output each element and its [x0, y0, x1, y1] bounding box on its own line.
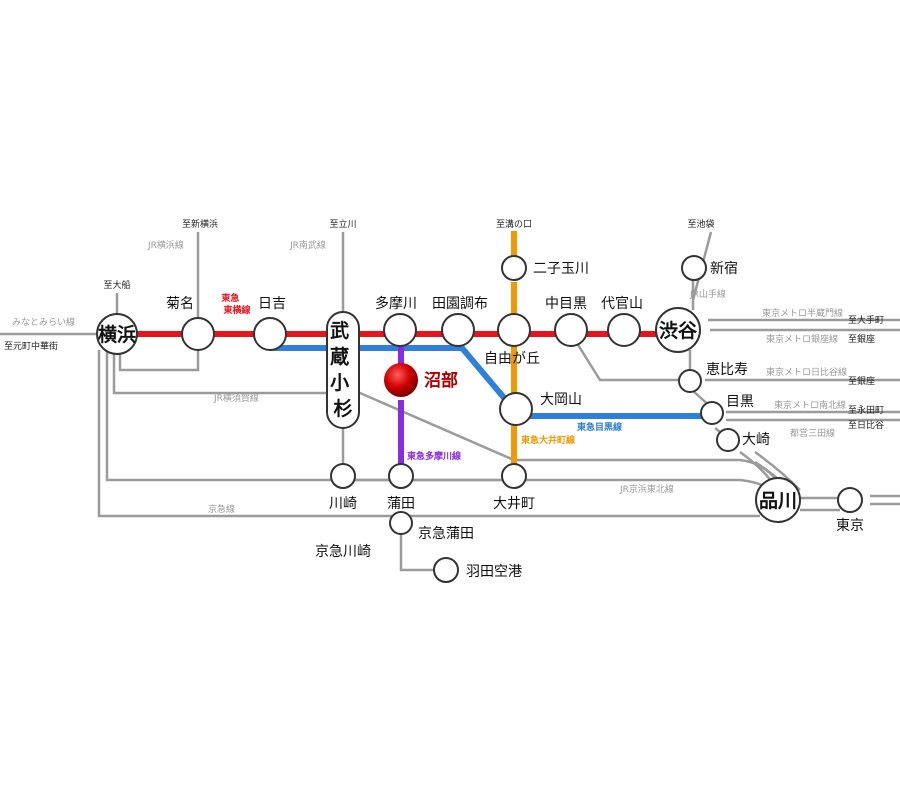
- station-label-numabe: 沼部: [424, 370, 458, 391]
- direction-shin-yokohama: 至新横浜: [182, 218, 218, 230]
- station-marker-nakameguro[interactable]: [554, 313, 588, 347]
- station-marker-kikuna[interactable]: [181, 317, 215, 351]
- line-label-hibiya: 東京メトロ日比谷線: [766, 366, 847, 378]
- line-label-namboku: 東京メトロ南北線: [774, 399, 846, 411]
- oimachi-shinagawa-track: [514, 458, 776, 479]
- direction-motomachi: 至元町中華街: [4, 340, 58, 352]
- station-marker-shibuya[interactable]: [655, 307, 701, 353]
- station-marker-kawasaki[interactable]: [330, 463, 356, 489]
- line-label-tamagawa: 東急多摩川線: [407, 450, 461, 462]
- station-marker-tamagawa[interactable]: [383, 313, 417, 347]
- station-label-tamagawa: 多摩川: [375, 295, 417, 312]
- musashikosugi-char-2: 蔵: [330, 346, 349, 368]
- station-label-nakameguro: 中目黒: [545, 296, 587, 312]
- line-label-toyoko: 東急 東横線: [221, 292, 250, 316]
- station-marker-denenchofu[interactable]: [441, 313, 475, 347]
- meguro-line: [270, 345, 710, 419]
- station-marker-keikyu-kamata[interactable]: [389, 511, 413, 535]
- station-label-kamata: 蒲田: [387, 496, 415, 512]
- gray-lines: [0, 231, 900, 572]
- line-label-jr-keihin-tohoku: JR京浜東北線: [619, 483, 674, 495]
- station-label-oimachi: 大井町: [493, 496, 535, 512]
- station-label-futakotamagawa: 二子玉川: [533, 261, 589, 277]
- station-label-meguro: 目黒: [726, 394, 754, 410]
- station-marker-yokohama[interactable]: [96, 313, 138, 355]
- line-label-hanzomon: 東京メトロ半蔵門線: [762, 307, 843, 319]
- direction-ofuna: 至大船: [103, 279, 130, 291]
- station-label-shibuya: 渋谷: [659, 319, 698, 342]
- station-label-osaki: 大崎: [742, 432, 770, 448]
- musashikosugi-char-1: 武: [330, 320, 349, 342]
- station-label-kikuna: 菊名: [166, 296, 194, 312]
- station-label-hiyoshi: 日吉: [258, 296, 286, 312]
- station-label-tokyo: 東京: [836, 518, 864, 534]
- direction-hibiya: 至日比谷: [848, 419, 884, 431]
- station-marker-ebisu[interactable]: [678, 369, 702, 393]
- musashikosugi-char-3: 小: [330, 372, 349, 394]
- station-marker-haneda[interactable]: [433, 557, 459, 583]
- musashikosugi-char-4: 杉: [333, 397, 352, 420]
- line-label-jr-yokohama: JR横浜線: [147, 239, 184, 251]
- station-label-keikyu-kawasaki: 京急川崎: [315, 544, 371, 560]
- station-markers: [96, 255, 863, 583]
- keikyu-airport-line: [399, 532, 440, 572]
- station-label-jiyugaoka: 自由が丘: [484, 351, 540, 367]
- line-label-meguro: 東急目黒線: [577, 421, 622, 433]
- station-label-musashikosugi: 武 蔵 小 杉: [330, 320, 356, 420]
- line-label-keikyu: 京急線: [208, 503, 235, 515]
- station-marker-oimachi[interactable]: [501, 463, 527, 489]
- station-label-shinagawa: 品川: [759, 490, 797, 512]
- direction-ginza-2: 至銀座: [848, 375, 875, 387]
- station-label-ookayama: 大岡山: [540, 392, 582, 408]
- direction-nagatacho: 至永田町: [848, 404, 884, 416]
- station-marker-shinagawa[interactable]: [755, 477, 801, 523]
- station-marker-ookayama[interactable]: [499, 392, 533, 426]
- line-labels: 東急 東横線 東急目黒線 東急多摩川線 東急大井町線 JR横浜線 JR南武線 J…: [12, 239, 847, 515]
- direction-ikebukuro: 至池袋: [687, 218, 714, 230]
- line-label-oimachi: 東急大井町線: [521, 434, 575, 446]
- station-marker-meguro[interactable]: [700, 401, 724, 425]
- station-marker-futakotamagawa[interactable]: [501, 255, 527, 281]
- station-marker-osaki[interactable]: [716, 428, 740, 452]
- direction-tachikawa: 至立川: [329, 218, 356, 230]
- station-marker-shinjuku[interactable]: [681, 255, 707, 281]
- station-label-daikanyama: 代官山: [601, 296, 643, 312]
- line-label-jr-yokosuka: JR横須賀線: [213, 392, 259, 404]
- station-marker-kamata[interactable]: [388, 463, 414, 489]
- line-label-jr-yamanote: JR山手線: [689, 288, 726, 300]
- station-label-keikyu-kamata: 京急蒲田: [418, 526, 474, 542]
- station-label-denenchofu: 田園調布: [432, 296, 488, 312]
- jr-yokosuka-line: [112, 350, 515, 462]
- line-label-ginza: 東京メトロ銀座線: [766, 333, 838, 345]
- toyoko-label-line-2: 東横線: [223, 304, 250, 316]
- station-label-kawasaki: 川崎: [329, 496, 357, 512]
- shinagawa-tokyo-track: [800, 494, 900, 512]
- station-label-ebisu: 恵比寿: [706, 361, 748, 378]
- line-label-mita: 都営三田線: [790, 427, 835, 439]
- direction-otemachi: 至大手町: [848, 314, 884, 326]
- direction-mizonokuchi: 至溝の口: [496, 218, 532, 230]
- station-marker-hiyoshi[interactable]: [253, 317, 287, 351]
- line-label-jr-nambu: JR南武線: [289, 239, 326, 251]
- direction-ginza-1: 至銀座: [848, 333, 875, 345]
- station-label-yokohama: 横浜: [98, 323, 136, 346]
- toyoko-label-line-1: 東急: [221, 292, 239, 304]
- station-marker-daikanyama[interactable]: [607, 313, 641, 347]
- line-label-minatomirai: みなとみらい線: [12, 316, 75, 328]
- station-marker-numabe[interactable]: [384, 363, 418, 397]
- station-marker-jiyugaoka[interactable]: [497, 313, 531, 347]
- hibiya-track: [573, 339, 690, 382]
- station-marker-tokyo[interactable]: [837, 487, 863, 513]
- station-label-haneda: 羽田空港: [466, 564, 522, 580]
- yokohama-kikuna-loop: [118, 350, 200, 372]
- keikyu-line: [97, 350, 760, 518]
- direction-labels: 至新横浜 至大船 至立川 至溝の口 至池袋 至元町中華街 至大手町 至銀座 至銀…: [4, 218, 884, 431]
- station-label-shinjuku: 新宿: [710, 260, 738, 277]
- station-marker-musashikosugi[interactable]: [326, 311, 360, 429]
- station-labels: 横浜 菊名 日吉 武 蔵 小 杉 多摩川 田園調布 自由が丘 中目黒 代官山 渋…: [98, 260, 864, 580]
